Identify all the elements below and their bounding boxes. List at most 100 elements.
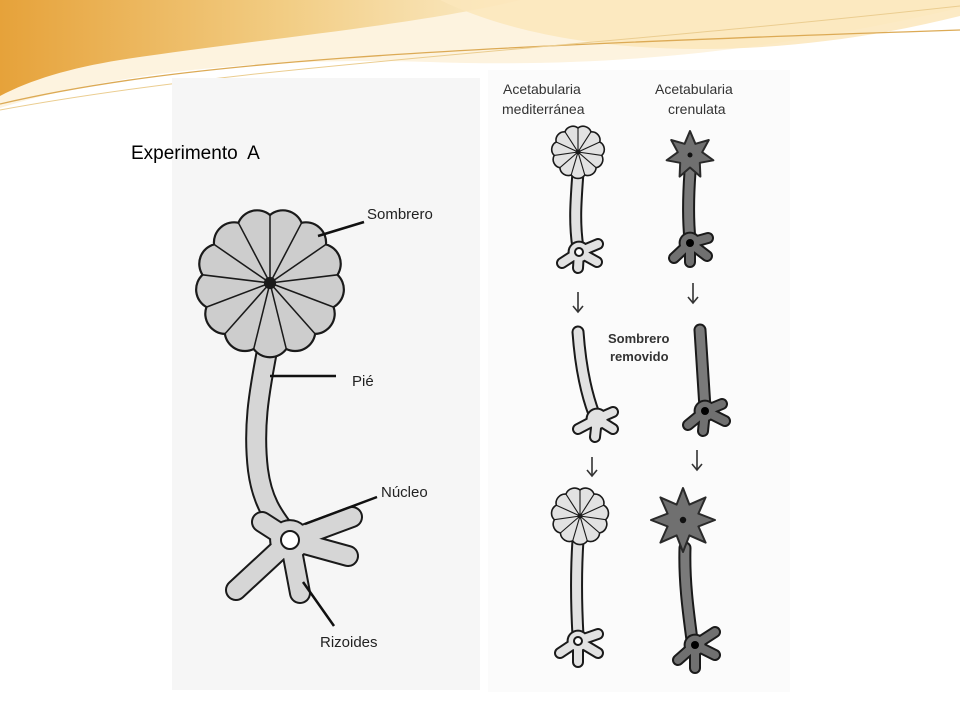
mediterranea-cap-regenerated xyxy=(550,487,610,546)
cap-rib-line xyxy=(269,282,316,335)
left-label-leaders xyxy=(270,220,378,627)
crenulata-stalk-cap-removed xyxy=(693,323,712,415)
mediterranea-cap-regenerated-rib-line xyxy=(554,515,581,521)
left-figure-panel xyxy=(172,78,480,690)
cap-removed-annotation-line2: removido xyxy=(610,349,669,364)
mediterranea-stalk-initial xyxy=(569,165,585,255)
cap-leader-line xyxy=(317,220,365,238)
cap-rib-line xyxy=(202,274,271,284)
down-arrow-head xyxy=(572,305,584,314)
nucleus-mark xyxy=(280,530,300,550)
down-arrow-head xyxy=(586,469,598,478)
stalk-label: Pié xyxy=(352,373,374,390)
column-heading-mediterranea-line1: Acetabularia xyxy=(503,81,581,97)
crenulata-cap-initial xyxy=(665,130,715,178)
acetabularia-anatomy-diagram xyxy=(195,209,363,604)
cap-rib-line xyxy=(206,282,271,308)
cap-rib-line xyxy=(237,222,271,284)
header-swoosh xyxy=(0,0,960,111)
mediterranea-cap-initial-rib-line xyxy=(570,151,579,176)
mediterranea-cap-initial-rib-line xyxy=(577,151,586,176)
mediterranea-cap-initial-rib-line xyxy=(564,131,579,153)
mediterranea-cap-regenerated-rib-line xyxy=(579,515,588,542)
mediterranea-stalk-cap-removed-fill xyxy=(573,327,599,419)
mediterranea-cap-regenerated-rib-line xyxy=(579,493,595,517)
crenulata-stalk-cap-removed-fill xyxy=(695,325,710,413)
column-heading-crenulata-line2: crenulata xyxy=(668,101,726,117)
cap-rib-line xyxy=(269,282,334,308)
mediterranea-stalk-regenerated-fill xyxy=(572,535,583,641)
mediterranea-cap-regenerated-rib-line xyxy=(579,515,600,534)
crenulata-stalk-initial xyxy=(682,165,697,247)
mediterranea-cap-initial xyxy=(550,125,606,180)
nucleus-mark xyxy=(691,641,699,649)
cap-rib-line xyxy=(269,222,303,284)
header-swoosh-right-band xyxy=(440,0,960,49)
nucleus-mark xyxy=(574,247,584,257)
rhizoid-base xyxy=(225,506,363,604)
cap-removed-annotation-line1: Sombrero xyxy=(608,331,669,346)
mediterranea-rhizoid-regenerated xyxy=(554,628,604,668)
nucleus-mark xyxy=(686,239,694,247)
crenulata-cap-regenerated xyxy=(650,487,716,553)
slide-title: Experimento A xyxy=(131,143,260,164)
cap-rib-line xyxy=(269,282,288,350)
stalk xyxy=(245,334,298,545)
crenulata-cap-regenerated-center xyxy=(679,516,687,524)
column-heading-mediterranea-line2: mediterránea xyxy=(502,101,585,117)
mediterranea-cap-regenerated-rib-line xyxy=(560,515,581,534)
nucleus-mark xyxy=(573,636,583,646)
header-swoosh-gold-band xyxy=(0,0,520,96)
nucleus-leader-line xyxy=(304,495,378,526)
mediterranea-cap-initial-rib-line xyxy=(577,151,597,169)
mediterranea-cap-initial-rib-line xyxy=(577,131,592,153)
header-swoosh-line xyxy=(0,5,960,111)
mediterranea-rhizoid-initial xyxy=(556,238,604,274)
down-arrow xyxy=(572,292,584,314)
mediterranea-cap-regenerated-center xyxy=(577,513,583,519)
down-arrow xyxy=(687,283,699,305)
down-arrow-head xyxy=(691,463,703,472)
down-arrow xyxy=(586,457,598,478)
cap-center xyxy=(263,276,277,290)
cap-rib-line xyxy=(269,274,338,284)
cap-label: Sombrero xyxy=(367,206,433,223)
crenulata-rhizoid-initial xyxy=(668,231,714,268)
mediterranea-cap-initial-rib-line xyxy=(559,151,579,169)
down-arrow xyxy=(691,450,703,472)
header-swoosh-line xyxy=(0,29,960,105)
mediterranea-cap-regenerated-rib-line xyxy=(572,515,581,542)
nucleus-mark xyxy=(701,407,709,415)
mediterranea-cap-initial-rib-line xyxy=(577,141,601,153)
down-arrow-head xyxy=(687,296,699,305)
crenulata-stalk-initial-fill xyxy=(684,167,695,245)
mediterranea-stalk-cap-removed xyxy=(571,325,601,421)
nucleus-label: Núcleo xyxy=(381,484,428,501)
crenulata-stalk-regenerated-fill xyxy=(680,543,697,645)
mediterranea-cap-regenerated-rib-line xyxy=(556,504,581,517)
cap-rib-line xyxy=(224,282,271,335)
mediterranea-stalk-initial-fill xyxy=(571,167,583,253)
regeneration-experiment-diagram xyxy=(550,125,731,674)
cap xyxy=(195,209,345,359)
mediterranea-cap-initial-rib-line xyxy=(555,141,579,153)
crenulata-rhizoid-regenerated xyxy=(672,626,721,674)
column-heading-crenulata-line1: Acetabularia xyxy=(655,81,733,97)
mediterranea-cap-initial-rib-line xyxy=(554,151,579,156)
crenulata-stalk-regenerated xyxy=(678,541,699,647)
mediterranea-stalk-regenerated xyxy=(570,533,585,643)
rhizoids-label: Rizoides xyxy=(320,634,378,651)
crenulata-rhizoid-cap-removed xyxy=(682,398,731,437)
stalk-fill xyxy=(247,336,296,543)
right-figure-panel xyxy=(488,70,790,692)
mediterranea-cap-regenerated-rib-line xyxy=(579,504,604,517)
mediterranea-cap-regenerated-rib-line xyxy=(579,515,606,521)
cap-rib-line xyxy=(269,243,327,284)
cap-rib-line xyxy=(213,243,271,284)
mediterranea-rhizoid-cap-removed-base xyxy=(587,409,607,429)
mediterranea-cap-initial-center xyxy=(575,149,581,155)
mediterranea-cap-regenerated-rib-line xyxy=(565,493,581,517)
mediterranea-cap-initial-rib-line xyxy=(577,151,602,156)
